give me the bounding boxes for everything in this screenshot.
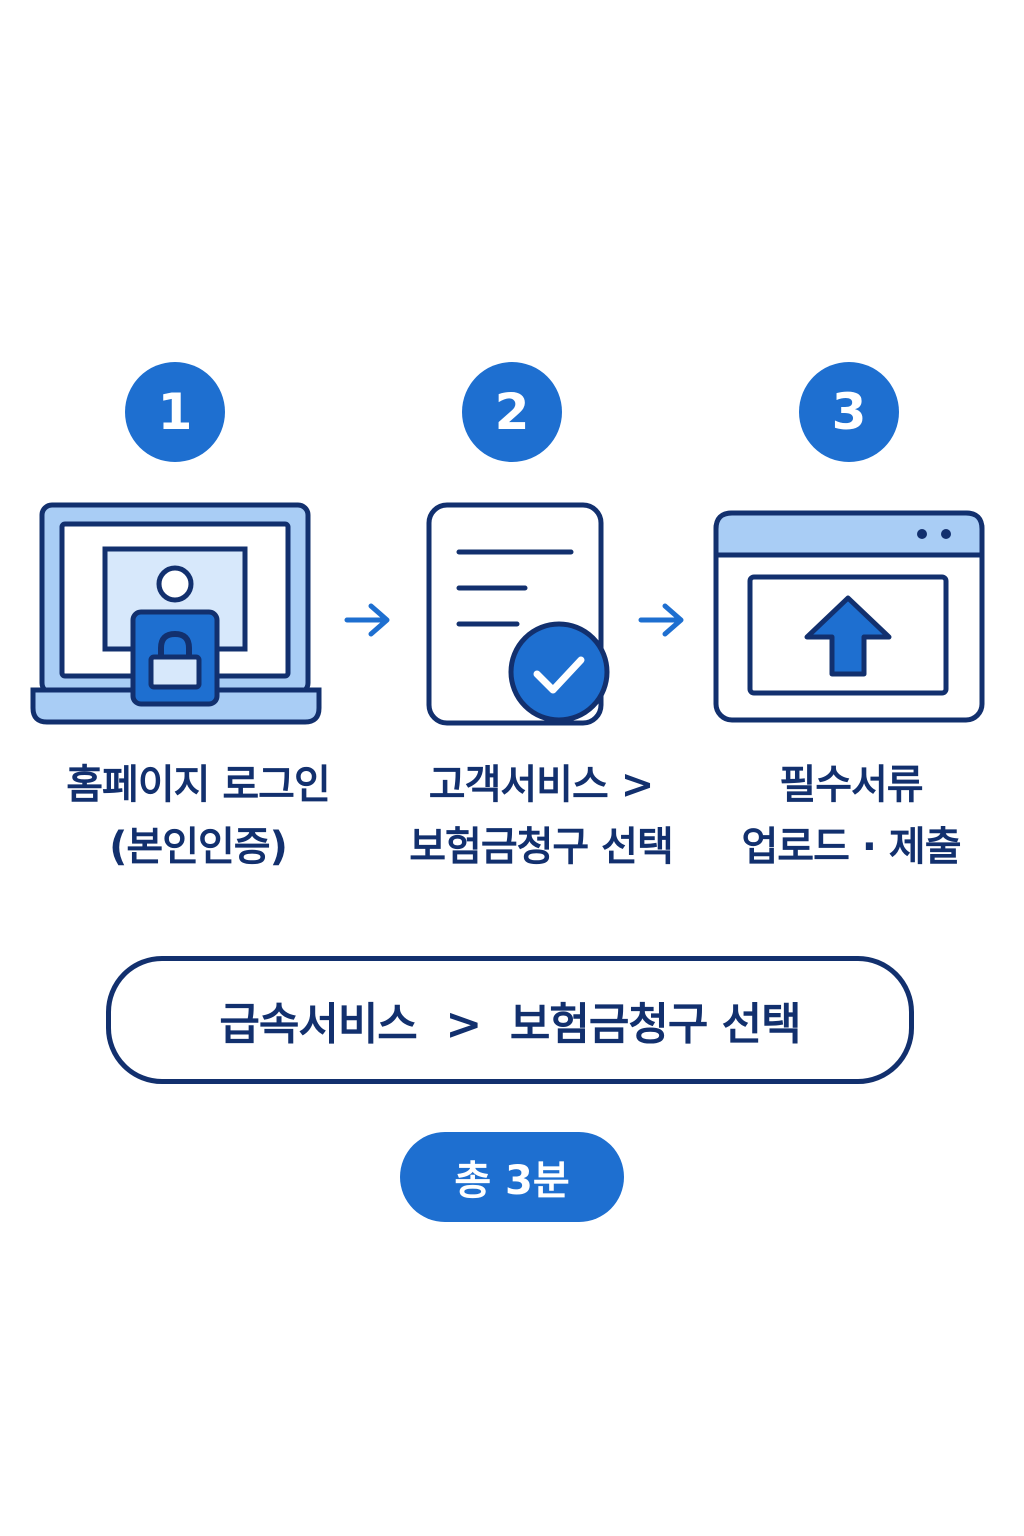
navigation-path-text: 급속서비스 > 보험금청구 선택	[219, 999, 801, 1050]
step-2-label: 고객서비스 > 보험금청구 선택	[376, 754, 706, 878]
step-3-number: 3	[799, 362, 899, 462]
step-1-label-line2: (본인인증)	[109, 824, 288, 870]
step-3-label-line2: 업로드 · 제출	[741, 824, 961, 870]
browser-upload-icon	[713, 510, 985, 723]
step-2-label-line1: 고객서비스 >	[428, 762, 654, 808]
arrow-right-icon	[344, 603, 390, 637]
step-1-label: 홈페이지 로그인 (본인인증)	[33, 754, 363, 878]
total-time-badge: 총 3분	[400, 1132, 624, 1222]
step-3-label-line1: 필수서류	[779, 762, 923, 808]
step-2-label-line2: 보험금청구 선택	[409, 824, 674, 870]
step-1-label-line1: 홈페이지 로그인	[66, 762, 331, 808]
laptop-lock-icon	[30, 502, 322, 725]
navigation-path: 급속서비스 > 보험금청구 선택	[106, 956, 914, 1084]
step-2-number: 2	[462, 362, 562, 462]
step-3-label: 필수서류 업로드 · 제출	[686, 754, 1016, 878]
document-check-icon	[426, 502, 610, 726]
step-1-number: 1	[125, 362, 225, 462]
arrow-right-icon	[638, 603, 684, 637]
